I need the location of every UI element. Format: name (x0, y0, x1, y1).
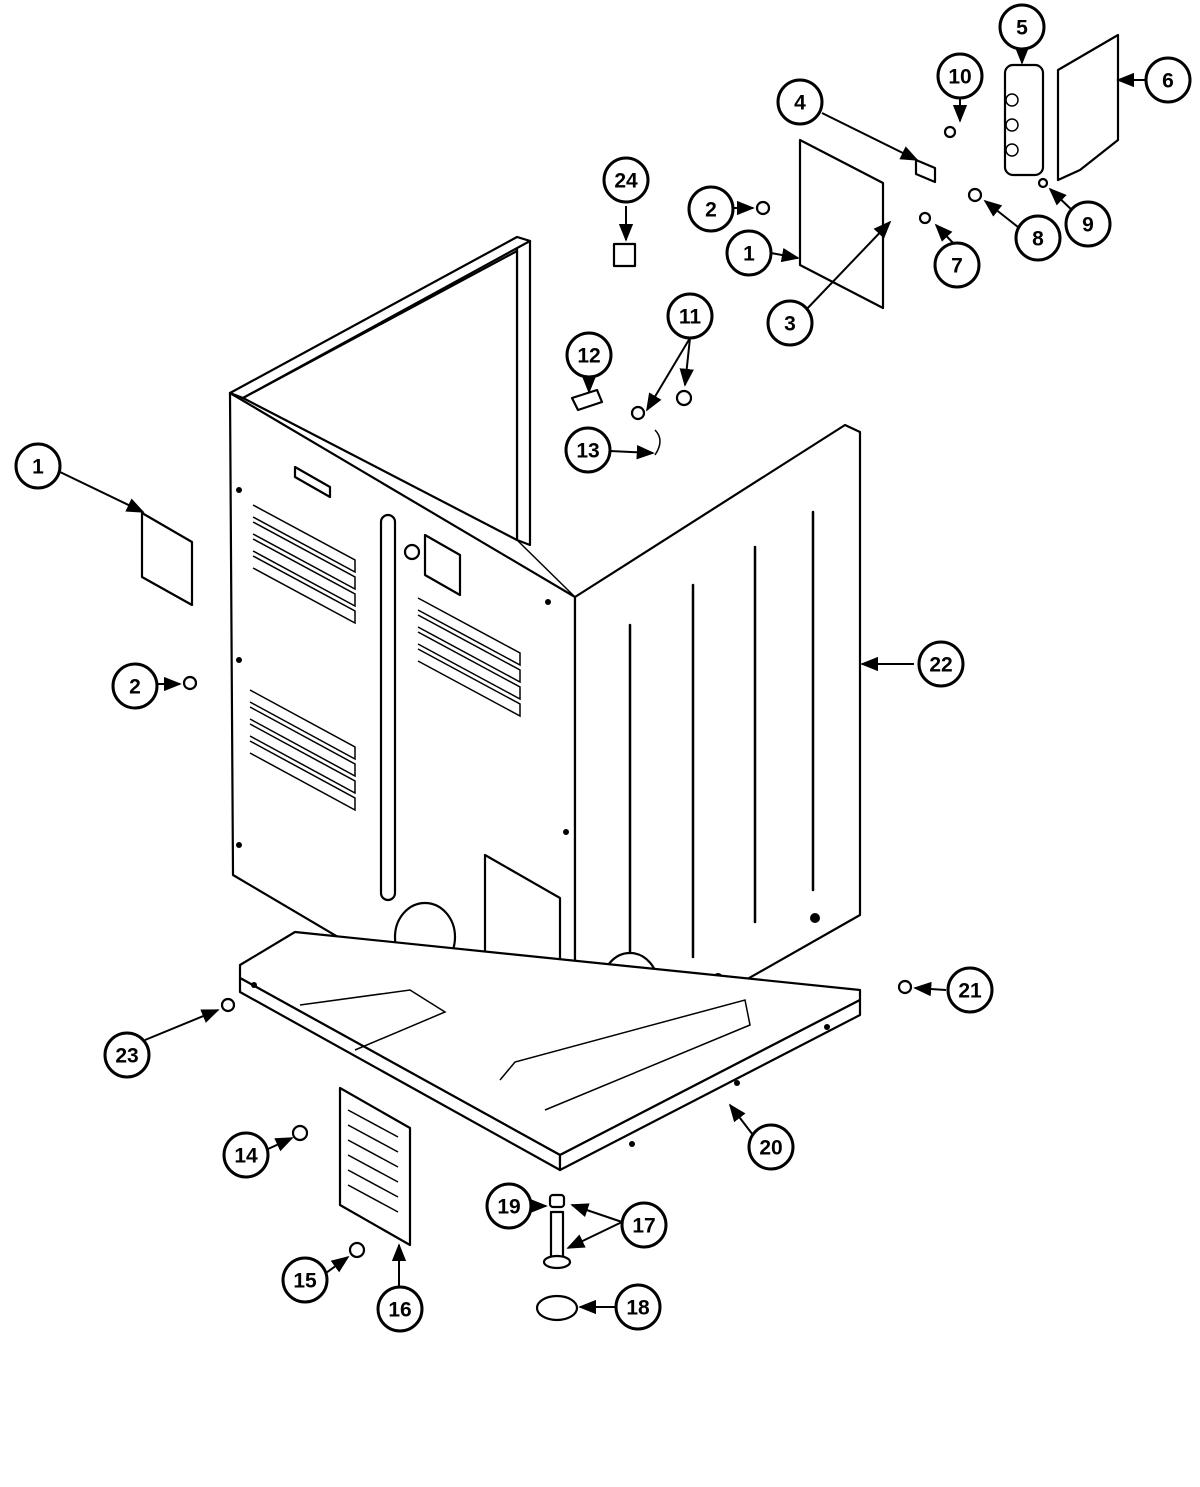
callout-8: 8 (1014, 214, 1062, 262)
svg-text:6: 6 (1162, 70, 1174, 93)
svg-text:1: 1 (32, 456, 44, 479)
svg-text:2: 2 (705, 199, 717, 222)
callout-24: 24 (602, 156, 650, 204)
svg-text:1: 1 (743, 243, 755, 266)
callout-10: 10 (936, 52, 984, 100)
svg-text:11: 11 (679, 306, 702, 329)
louver-panel-16 (338, 1086, 412, 1247)
washer-8 (967, 187, 983, 203)
callout-14: 14 (222, 1131, 270, 1179)
screw-15 (348, 1241, 366, 1259)
svg-text:12: 12 (577, 345, 600, 368)
svg-text:23: 23 (115, 1045, 138, 1068)
screw-7 (918, 211, 932, 225)
svg-text:7: 7 (951, 255, 963, 278)
screw-21 (897, 979, 913, 995)
svg-text:10: 10 (948, 66, 971, 89)
callout-21: 21 (946, 966, 994, 1014)
callout-1-left: 1 (14, 442, 62, 490)
callout-18: 18 (614, 1283, 662, 1331)
leader-lines (59, 42, 1146, 1315)
svg-text:13: 13 (576, 440, 599, 463)
screw-2-left (182, 675, 198, 691)
svg-text:2: 2 (129, 676, 141, 699)
louvers-upper (252, 504, 521, 718)
screw-2-top (755, 200, 771, 216)
clamp-12 (570, 388, 604, 412)
svg-text:24: 24 (614, 170, 638, 193)
svg-text:21: 21 (958, 980, 982, 1003)
svg-text:19: 19 (497, 1196, 520, 1219)
screw-23 (220, 997, 236, 1013)
screw-9 (1037, 177, 1049, 189)
callout-3: 3 (766, 299, 814, 347)
leveling-leg (542, 1193, 572, 1270)
svg-text:4: 4 (794, 92, 806, 115)
callout-4: 4 (776, 78, 824, 126)
callout-1-top: 1 (725, 229, 773, 277)
svg-text:17: 17 (632, 1215, 655, 1238)
bracket-left (140, 511, 194, 607)
svg-text:5: 5 (1016, 17, 1028, 40)
callout-13: 13 (564, 426, 612, 474)
callout-22: 22 (917, 640, 965, 688)
svg-text:20: 20 (759, 1137, 782, 1160)
clip-4 (914, 158, 937, 184)
svg-text:14: 14 (234, 1145, 258, 1168)
callout-2-left: 2 (111, 662, 159, 710)
terminal-block (1003, 63, 1045, 177)
base-frame (238, 930, 862, 1172)
bracket-top (798, 138, 885, 310)
washer-11 (675, 389, 693, 407)
callout-7: 7 (933, 241, 981, 289)
callout-11: 11 (666, 292, 714, 340)
svg-text:16: 16 (388, 1299, 411, 1322)
callout-16: 16 (376, 1285, 424, 1333)
callout-5: 5 (998, 3, 1046, 51)
callout-17: 17 (620, 1201, 668, 1249)
svg-text:3: 3 (784, 313, 796, 336)
terminal-cover (1056, 33, 1120, 182)
clip-24 (612, 242, 637, 268)
cabinet-shell (228, 235, 862, 1079)
callout-2-top: 2 (687, 185, 735, 233)
svg-text:18: 18 (626, 1297, 650, 1320)
louvers-lower (249, 689, 356, 812)
callout-9: 9 (1064, 200, 1112, 248)
foot-pad (535, 1294, 579, 1322)
hook-13 (654, 429, 661, 456)
screw-11 (630, 405, 646, 421)
svg-text:8: 8 (1032, 228, 1044, 251)
svg-text:22: 22 (929, 654, 952, 677)
callout-12: 12 (565, 331, 613, 379)
screw-14 (291, 1124, 309, 1142)
callout-6: 6 (1144, 56, 1192, 104)
svg-text:9: 9 (1082, 214, 1094, 237)
callout-23: 23 (103, 1031, 151, 1079)
callout-20: 20 (747, 1123, 795, 1171)
screw-10 (943, 125, 957, 139)
callout-15: 15 (281, 1256, 329, 1304)
callout-19: 19 (485, 1182, 533, 1230)
svg-text:15: 15 (293, 1270, 317, 1293)
